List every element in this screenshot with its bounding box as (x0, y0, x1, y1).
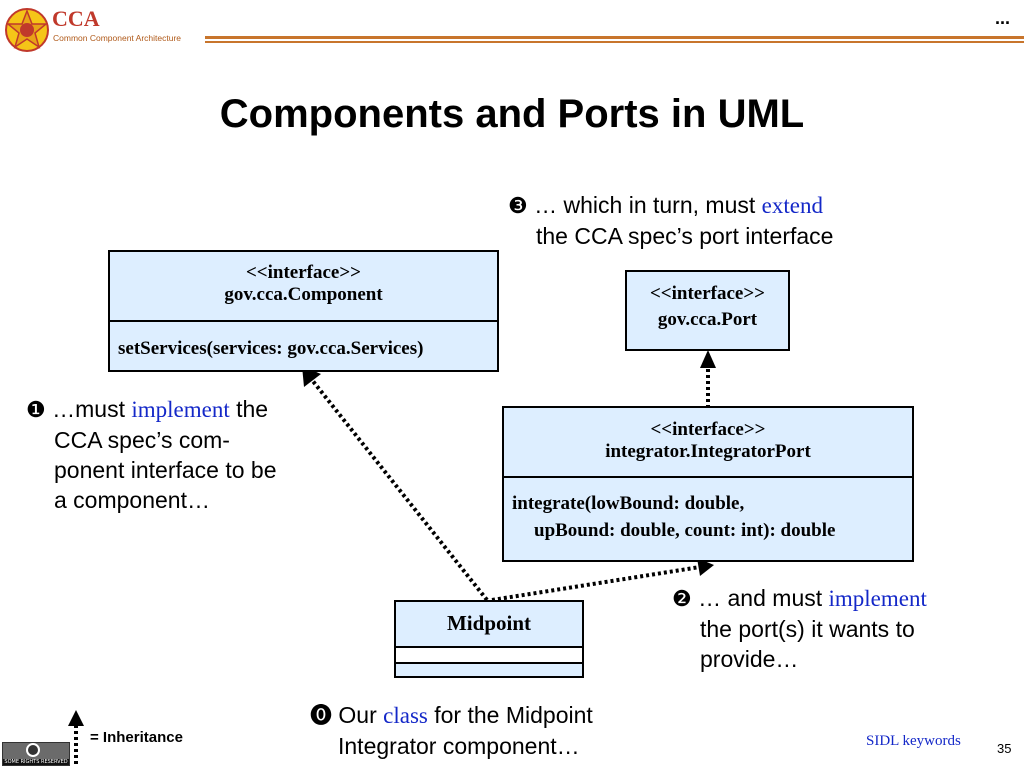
note-1-line4: a component… (54, 487, 210, 513)
integrator-divider (504, 476, 912, 478)
page-number: 35 (997, 741, 1012, 756)
arrowhead-port (700, 350, 716, 368)
midpoint-class-box: Midpoint (394, 600, 584, 678)
note-1-line3: ponent interface to be (54, 457, 277, 483)
note-1-pre: …must (52, 396, 125, 422)
midpoint-divider-2 (396, 662, 582, 664)
note-2-line2: the port(s) it wants to (700, 616, 915, 642)
component-interface-box: <<interface>> gov.cca.Component setServi… (108, 250, 499, 372)
page-title: Components and Ports in UML (219, 92, 805, 136)
component-stereotype: <<interface>> (245, 262, 362, 283)
keyword-extend: extend (761, 193, 823, 218)
midpoint-to-integrator-line (491, 565, 701, 602)
integrator-method-line2: upBound: double, count: int): double (534, 520, 836, 541)
arrowhead-integrator (697, 558, 714, 576)
note-implement-port: ❷ … and must implement the port(s) it wa… (672, 583, 927, 674)
note-2-line3: provide… (700, 646, 799, 672)
header-rule-bottom (205, 41, 1024, 43)
port-name: gov.cca.Port (657, 309, 758, 330)
keyword-implement-2: implement (828, 586, 927, 611)
integrator-method-line1: integrate(lowBound: double, (512, 493, 745, 514)
midpoint-attributes (396, 648, 582, 662)
cc-icon (26, 743, 40, 757)
bullet-2-icon: ❷ (672, 586, 692, 611)
note-class: ⓿ Our class for the Midpoint Integrator … (310, 700, 593, 761)
note-1-line2: CCA spec’s com- (54, 427, 230, 453)
port-interface-box: <<interface>> gov.cca.Port (625, 270, 790, 351)
note-implement-component: ❶ …must implement the CCA spec’s com- po… (26, 394, 277, 515)
keyword-class: class (383, 703, 428, 728)
note-0-pre: Our (338, 702, 377, 728)
note-1-post: the (236, 396, 269, 422)
legend-arrow (68, 710, 84, 764)
midpoint-to-component-line (310, 378, 489, 602)
note-3-line2: the CCA spec’s port interface (536, 223, 834, 249)
header-rule-top (205, 36, 1024, 39)
component-name: gov.cca.Component (224, 284, 383, 305)
logo-title: CCA (52, 6, 100, 31)
ellipsis-icon: ... (994, 8, 1010, 28)
integrator-port-box: <<interface>> integrator.IntegratorPort … (502, 406, 914, 562)
bullet-1-icon: ❶ (26, 397, 46, 422)
component-method: setServices(services: gov.cca.Services) (118, 338, 424, 359)
cca-logo-icon (5, 8, 49, 52)
integrator-stereotype: <<interface>> (650, 419, 766, 440)
midpoint-divider-1 (396, 646, 582, 648)
note-0-line2: Integrator component… (338, 733, 580, 759)
note-0-post: for the Midpoint (434, 702, 593, 728)
legend-inheritance-label: = Inheritance (90, 729, 183, 746)
component-divider (110, 320, 497, 322)
note-extend-port: ❸ … which in turn, must extend the CCA s… (508, 190, 833, 251)
logo-subtitle: Common Component Architecture (53, 33, 182, 43)
midpoint-name: Midpoint (446, 611, 532, 635)
bullet-0-icon: ⓿ (310, 703, 333, 728)
integrator-name: integrator.IntegratorPort (605, 441, 811, 462)
license-strip: SOME RIGHTS RESERVED (3, 759, 69, 765)
bullet-3-icon: ❸ (508, 193, 528, 218)
note-2-pre: … and must (698, 585, 823, 611)
note-3-pre: … which in turn, must (534, 192, 756, 218)
sidl-keywords-link[interactable]: SIDL keywords (866, 733, 961, 749)
port-stereotype: <<interface>> (649, 283, 766, 304)
license-badge-text: SOME RIGHTS RESERVED (4, 759, 68, 765)
keyword-implement-1: implement (131, 397, 230, 422)
